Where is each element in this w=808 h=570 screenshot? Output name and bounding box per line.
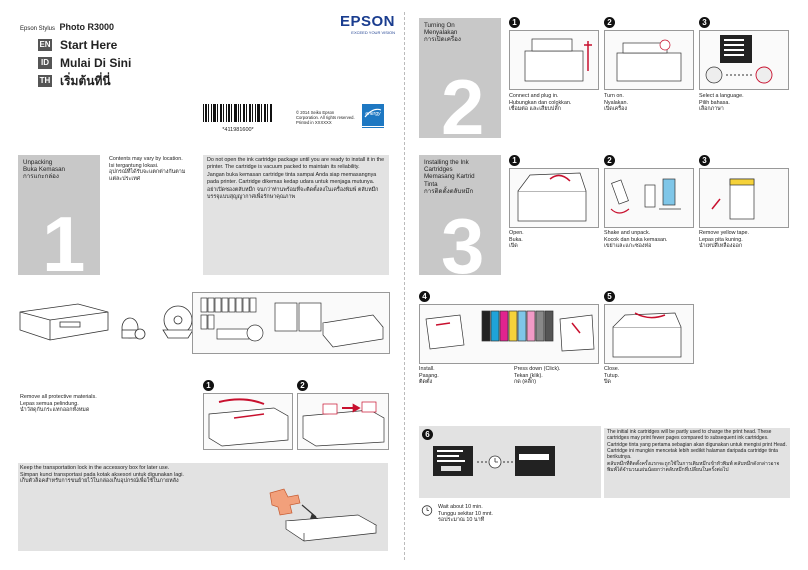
step-badge: 3 [699,155,710,166]
step-badge: 6 [422,429,433,440]
cartridges-icon [200,297,384,348]
ink-warning-box: Do not open the ink cartridge package un… [203,155,389,275]
initial-ink-note: The initial ink cartridges will be partl… [604,428,790,498]
printer-open-icon [208,398,289,447]
language-code: EN [38,39,52,51]
remove-tape-illustration-1 [203,393,293,450]
language-row: EN Start Here [38,39,131,51]
step-caption: Open. Buka. เปิด [509,230,524,250]
step-caption: Shake and unpack. Kocok dan buka kemasan… [604,230,668,250]
language-code: TH [38,75,52,87]
charging-panel: 6 [419,426,601,498]
power-on-illustration [604,30,694,90]
product-prefix: Epson Stylus [20,26,56,32]
printer-tape-icon [302,401,385,447]
step-badge: 1 [509,17,520,28]
transport-lock-panel: Keep the transportation lock in the acce… [18,463,388,551]
language-row: TH เริ่มต้นที่นี่ [38,75,131,87]
yellow-tape-icon [711,178,755,220]
step-number: 2 [441,63,485,151]
install-ink-panel: Installing the Ink Cartridges Memasang K… [419,155,501,285]
contents-note: Contents may vary by location. Isi terga… [109,156,186,182]
open-cover-illustration [509,168,599,228]
barcode-number: *411981600* [222,127,254,133]
install-cartridge-illustration [419,304,599,364]
unpacking-title: Unpacking Buka Kemasan การแกะกล่อง [23,159,65,181]
barcode-bars [203,104,272,122]
svg-text:energy: energy [365,111,381,117]
printer-icon [19,303,194,341]
turning-on-title: Turning On Menyalakan การเปิดเครื่อง [424,22,461,44]
step-number: 3 [441,202,485,290]
step-badge: 4 [419,291,430,302]
step-badge: 5 [604,291,615,302]
language-code: ID [38,57,52,69]
install-ink-title: Installing the Ink Cartridges Memasang K… [424,159,475,195]
printer-cable-icon [524,38,592,82]
wait-note: Wait about 10 min. Tunggu sekitar 10 mnt… [421,504,493,524]
remove-tape-illustration-2 [297,393,389,450]
box-contents-illustration [192,292,390,354]
transport-text: Keep the transportation lock in the acce… [20,465,184,485]
epson-logo: EPSON EXCEED YOUR VISION [339,13,395,35]
step-caption: Connect and plug in. Hubungkan dan colok… [509,93,572,113]
language-title: Mulai Di Sini [60,56,132,70]
step-caption: Install. Pasang. ติดตั้ง [419,366,439,386]
product-name: Epson Stylus Photo R3000 [20,17,114,35]
remove-tape-illustration [699,168,789,228]
cartridge-slots-icon [425,310,595,352]
step-badge: 2 [604,17,615,28]
step-badge: 2 [604,155,615,166]
lcd-menu-icon [705,35,773,84]
copyright: © 2014 Seiko Epson Corporation. All righ… [296,110,355,126]
language-row: ID Mulai Di Sini [38,57,131,69]
energy-star-logo: energy ENERGY STAR [362,104,384,132]
step-caption: Close. Tutup. ปิด [604,366,620,386]
shake-cartridge-illustration [604,168,694,228]
product-model: Photo R3000 [59,22,114,32]
turning-on-panel: Turning On Menyalakan การเปิดเครื่อง 2 [419,18,501,146]
printer-close-icon [612,312,682,358]
language-select-illustration [699,30,789,90]
close-cover-illustration [604,304,694,364]
power-button-icon [616,39,682,82]
language-title: เริ่มต้นที่นี่ [60,74,111,88]
step-badge: 1 [509,155,520,166]
timer-icon [421,505,433,516]
barcode: *411981600* [203,104,273,133]
step-caption: Remove yellow tape. Lepas pita kuning. น… [699,230,750,250]
cartridge-shake-icon [610,178,681,214]
protective-text: Remove all protective materials. Lepas s… [20,394,97,414]
step-badge: 1 [203,380,214,391]
step-caption-2: Press down (Click). Tekan (klik). กด (คล… [514,366,561,386]
connect-illustration [509,30,599,90]
step-caption: Turn on. Nyalakan. เปิดเครื่อง [604,93,628,113]
step-caption: Select a language. Pilih bahasa. เลือกภา… [699,93,744,113]
page-fold-line [404,12,405,560]
printer-cover-icon [517,172,587,222]
wait-caption: Wait about 10 min. Tunggu sekitar 10 mnt… [438,504,493,524]
accessory-box-icon [269,488,378,542]
step-number: 1 [42,200,86,288]
energy-star-icon: energy [364,108,382,118]
unpacking-panel: Unpacking Buka Kemasan การแกะกล่อง 1 [18,155,100,283]
step-badge: 3 [699,17,710,28]
language-title: Start Here [60,38,118,52]
language-list: EN Start Here ID Mulai Di Sini TH เริ่มต… [38,39,131,87]
step-badge: 2 [297,380,308,391]
printer-accessories-illustration [18,290,198,350]
lcd-charging-icon [433,446,555,476]
